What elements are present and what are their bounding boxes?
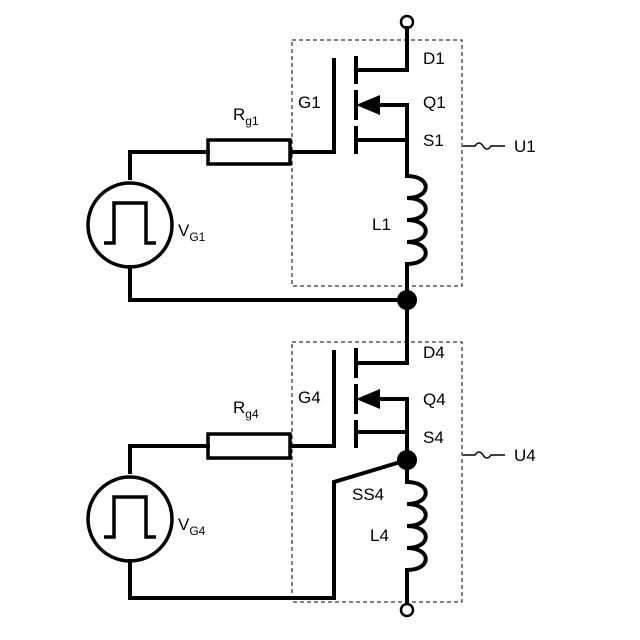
label-d4: D4 (423, 343, 445, 362)
q4-arrow (356, 389, 380, 409)
transistor-q1 (334, 58, 407, 176)
label-rg4: Rg4 (233, 398, 259, 421)
label-u4: U4 (514, 446, 536, 465)
resistor-rg1 (208, 140, 290, 164)
label-s1: S1 (423, 131, 444, 150)
vg4-return-wire (130, 561, 334, 598)
label-ss4: SS4 (352, 485, 384, 504)
label-g4: G4 (298, 388, 321, 407)
label-s4: S4 (423, 428, 444, 447)
voltage-source-vg1 (88, 183, 172, 267)
q1-arrow (356, 95, 380, 115)
u1-boundary-box (292, 40, 462, 286)
label-rg1: Rg1 (233, 105, 259, 128)
u4-boundary-box (292, 342, 462, 602)
unit-u4: D4 G4 Q4 S4 SS4 L4 Rg4 VG4 U4 (88, 300, 536, 616)
label-q1: Q1 (423, 93, 446, 112)
resistor-rg4 (208, 434, 290, 458)
label-q4: Q4 (423, 390, 446, 409)
voltage-source-vg4 (88, 477, 172, 561)
vg1-return-wire (130, 267, 407, 300)
label-l1: L1 (372, 215, 391, 234)
label-l4: L4 (370, 526, 389, 545)
vg1-top-wire (130, 152, 208, 178)
label-g1: G1 (298, 93, 321, 112)
u1-callout-line (463, 143, 505, 149)
bottom-terminal (401, 604, 413, 616)
vg4-top-wire (130, 446, 208, 472)
inductor-l1 (407, 176, 426, 264)
inductor-l4 (407, 482, 426, 570)
u4-callout-line (463, 452, 505, 458)
unit-u1: D1 G1 Q1 S1 L1 Rg1 VG1 U1 (88, 16, 536, 300)
label-vg4: VG4 (178, 515, 206, 538)
label-u1: U1 (514, 137, 536, 156)
label-d1: D1 (423, 49, 445, 68)
label-vg1: VG1 (178, 221, 206, 244)
